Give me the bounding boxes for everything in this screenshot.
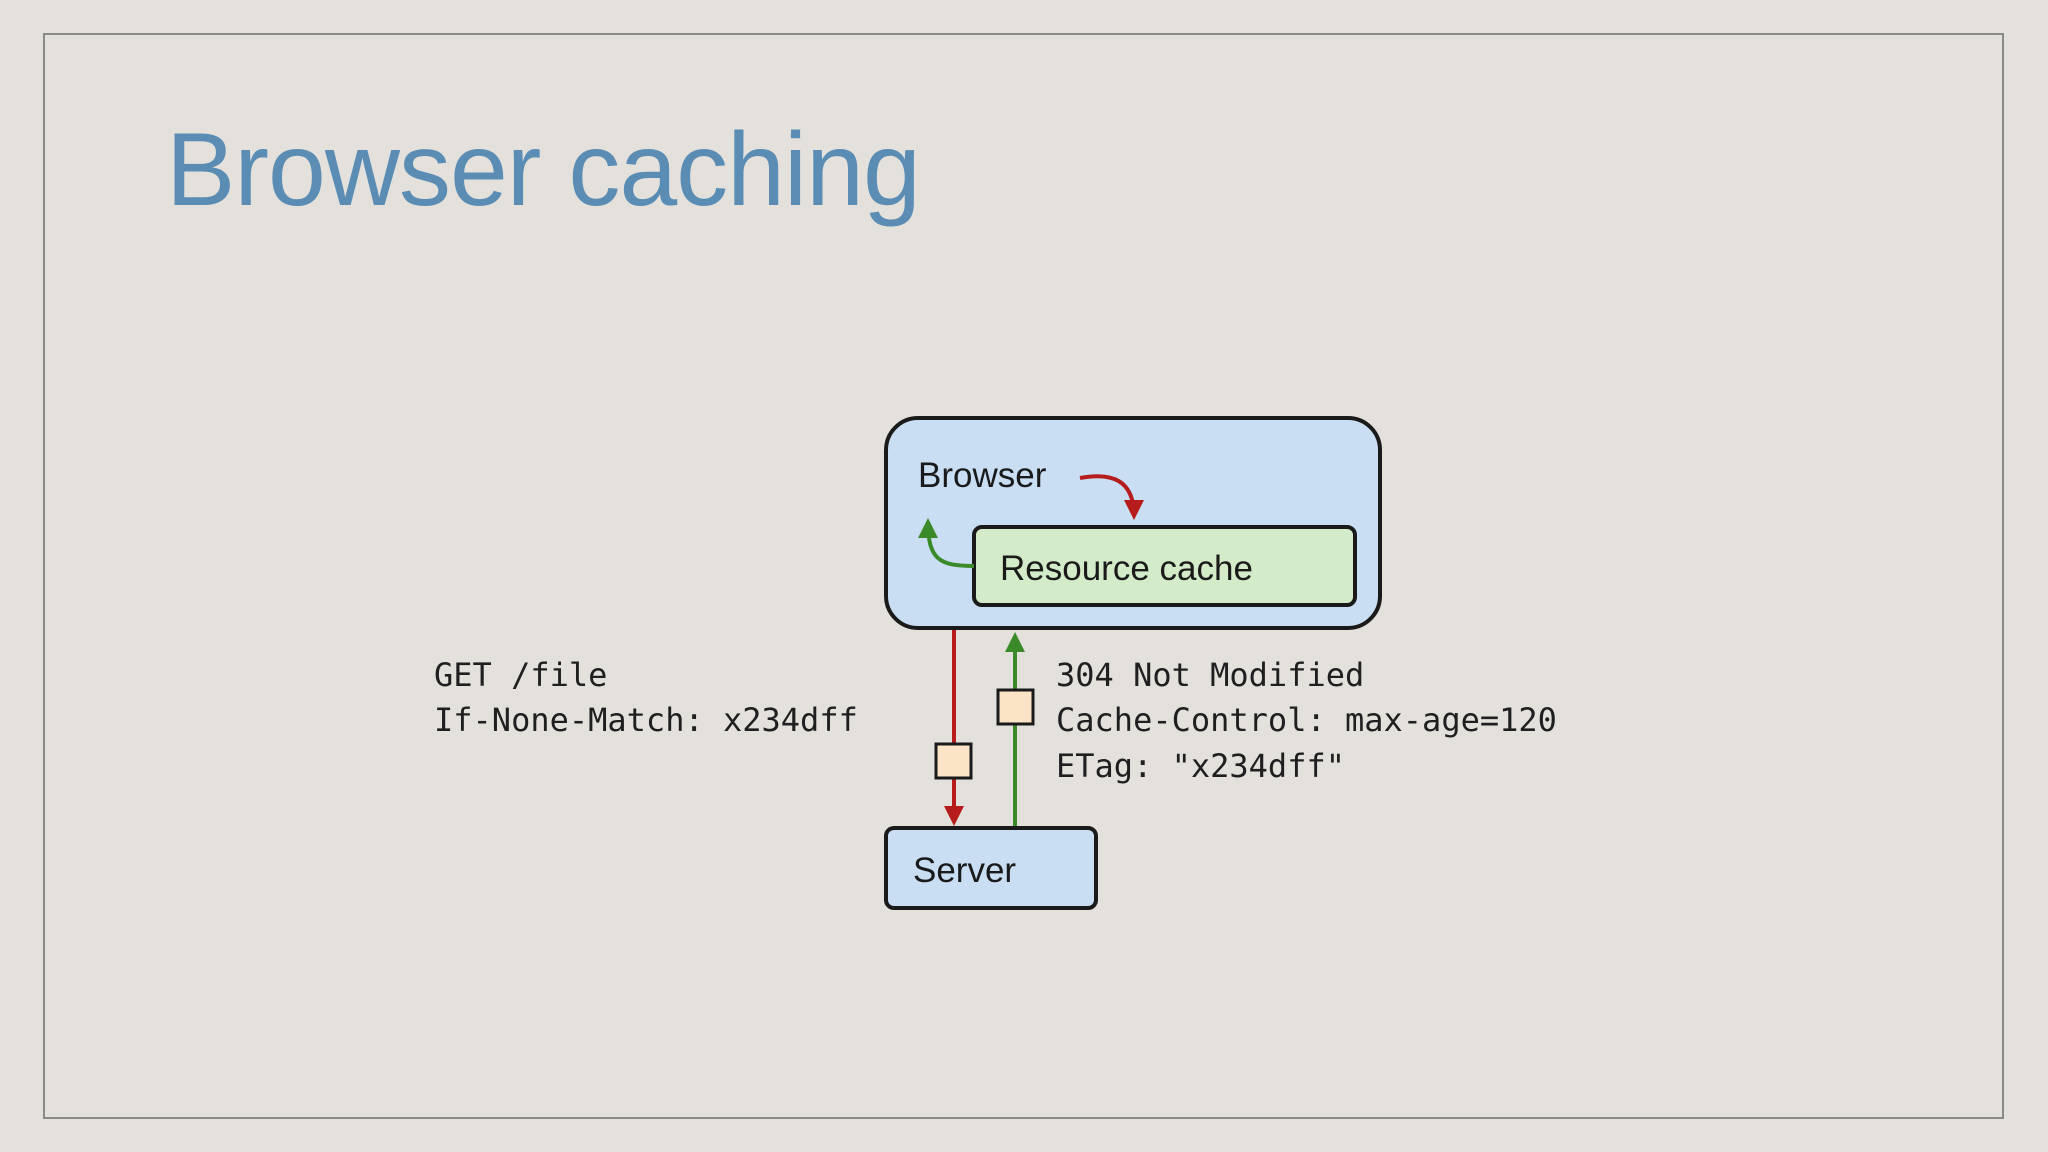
response-line: ETag: "x234dff" bbox=[1056, 747, 1345, 785]
server-box bbox=[884, 826, 1098, 910]
server-label: Server bbox=[913, 851, 1016, 890]
resource-cache-label: Resource cache bbox=[1000, 549, 1253, 588]
response-line: Cache-Control: max-age=120 bbox=[1056, 701, 1557, 739]
request-text: GET /file If-None-Match: x234dff bbox=[434, 656, 858, 739]
response-packet bbox=[996, 688, 1035, 726]
request-line: If-None-Match: x234dff bbox=[434, 701, 858, 739]
cache-lookup-arrow bbox=[1079, 474, 1144, 520]
response-text: 304 Not Modified Cache-Control: max-age=… bbox=[1056, 656, 1576, 785]
browser-label: Browser bbox=[918, 456, 1047, 495]
response-line: 304 Not Modified bbox=[1056, 656, 1364, 694]
slide-title: Browser caching bbox=[166, 112, 921, 228]
request-line: GET /file bbox=[434, 656, 607, 694]
request-packet bbox=[934, 742, 973, 780]
slide-frame bbox=[43, 33, 2004, 1119]
cache-return-arrow bbox=[918, 518, 975, 568]
